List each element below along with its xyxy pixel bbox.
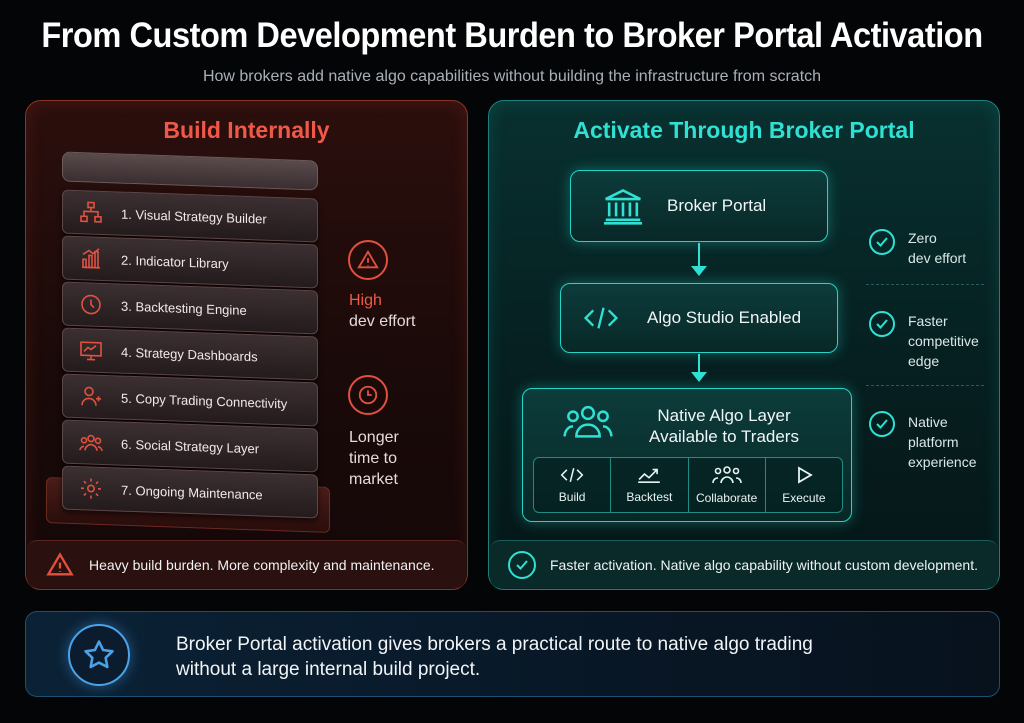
high-dev-effort-note: High dev effort — [349, 290, 415, 332]
team-icon — [711, 465, 742, 485]
gear-icon — [75, 475, 107, 502]
trend-chart-icon — [636, 466, 662, 484]
summary-line-2: without a large internal build project. — [176, 659, 481, 680]
faster-activation-text: Faster activation. Native algo capabilit… — [550, 556, 978, 573]
user-share-icon — [75, 383, 107, 410]
benefit-line: dev effort — [908, 250, 967, 266]
capability-grid: Build Backtest Collaborate Execute — [533, 457, 843, 513]
clock-icon — [75, 291, 107, 318]
faster-activation-banner: Faster activation. Native algo capabilit… — [490, 540, 998, 588]
layer-line-2: Available to Traders — [649, 427, 799, 446]
flow-arrow-2-head — [691, 372, 707, 382]
timer-icon — [348, 375, 388, 415]
stack-layer-label: 4. Strategy Dashboards — [121, 344, 258, 364]
algo-studio-node: Algo Studio Enabled — [560, 283, 838, 353]
longer-time-to-market-note: Longer time to market — [349, 427, 399, 490]
time-line-3: market — [349, 471, 398, 488]
stack-layer-label: 6. Social Strategy Layer — [121, 436, 260, 456]
summary-card: Broker Portal activation gives brokers a… — [25, 611, 1000, 697]
build-internally-title: Build Internally — [163, 117, 330, 143]
flowchart-icon — [75, 199, 107, 226]
layer-line-1: Native Algo Layer — [657, 406, 791, 425]
capability-label: Build — [558, 490, 586, 504]
capability-label: Execute — [782, 491, 826, 505]
benefit-line: edge — [908, 353, 940, 369]
code-icon — [583, 305, 619, 331]
code-icon — [560, 466, 584, 484]
check-icon — [869, 229, 895, 255]
page-subtitle: How brokers add native algo capabilities… — [202, 68, 822, 85]
time-line-2: time to — [349, 450, 398, 467]
stack-layer-label: 5. Copy Trading Connectivity — [121, 390, 288, 411]
benefit-line: Zero — [908, 230, 937, 246]
stack-layer-1: 1. Visual Strategy Builder — [62, 189, 318, 243]
benefit-line: platform — [908, 434, 959, 450]
stack-layer-5: 5. Copy Trading Connectivity — [62, 373, 318, 427]
broker-portal-label: Broker Portal — [667, 196, 767, 215]
native-algo-layer-text: Native Algo Layer Available to Traders — [633, 405, 815, 447]
time-line-1: Longer — [349, 429, 399, 446]
flow-arrow-2 — [698, 354, 700, 374]
bank-icon — [601, 187, 645, 225]
summary-line-1: Broker Portal activation gives brokers a… — [176, 634, 813, 655]
capability-backtest: Backtest — [611, 458, 689, 512]
algo-studio-label: Algo Studio Enabled — [647, 308, 802, 327]
check-circle-icon — [508, 550, 536, 579]
stack-layer-label: 7. Ongoing Maintenance — [121, 482, 263, 503]
users-group-icon — [563, 403, 613, 443]
benefit-divider — [866, 284, 984, 285]
benefit-line: competitive — [908, 333, 979, 349]
page-title: From Custom Development Burden to Broker… — [41, 16, 983, 55]
native-algo-layer-node: Native Algo Layer Available to Traders B… — [522, 388, 852, 522]
benefit-line: Faster — [908, 313, 948, 329]
stack-layer-label: 1. Visual Strategy Builder — [121, 206, 267, 227]
stack-layer-label: 3. Backtesting Engine — [121, 298, 247, 318]
capability-label: Backtest — [626, 490, 673, 504]
benefit-competitive-edge: Faster competitive edge — [908, 311, 979, 371]
benefit-divider — [866, 385, 984, 386]
stack-layer-2: 2. Indicator Library — [62, 235, 318, 289]
group-icon — [75, 429, 107, 456]
capability-execute: Execute — [766, 458, 842, 512]
play-icon — [794, 465, 814, 485]
capability-collaborate: Collaborate — [689, 458, 766, 512]
star-icon — [68, 624, 130, 686]
benefit-line: Native — [908, 414, 948, 430]
stack-layer-7: 7. Ongoing Maintenance — [62, 465, 318, 519]
capability-label: Collaborate — [695, 491, 758, 505]
flow-arrow-1-head — [691, 266, 707, 276]
benefit-zero-effort: Zero dev effort — [908, 228, 966, 268]
activate-portal-title: Activate Through Broker Portal — [573, 117, 915, 143]
build-burden-banner: Heavy build burden. More complexity and … — [27, 540, 466, 588]
benefit-native-experience: Native platform experience — [908, 412, 977, 472]
summary-text: Broker Portal activation gives brokers a… — [176, 632, 813, 682]
bar-chart-icon — [75, 245, 107, 272]
flow-arrow-1 — [698, 243, 700, 268]
stack-layer-4: 4. Strategy Dashboards — [62, 327, 318, 381]
stack-layer-3: 3. Backtesting Engine — [62, 281, 318, 335]
stack-layer-label: 2. Indicator Library — [121, 252, 229, 271]
effort-rest: dev effort — [349, 313, 416, 330]
monitor-icon — [75, 337, 107, 364]
build-burden-text: Heavy build burden. More complexity and … — [89, 556, 435, 573]
capability-build: Build — [534, 458, 612, 512]
benefit-line: experience — [908, 454, 977, 470]
broker-portal-node: Broker Portal — [570, 170, 828, 242]
warning-icon — [45, 551, 75, 579]
check-icon — [869, 311, 895, 337]
warning-icon — [348, 240, 388, 280]
check-icon — [869, 411, 895, 437]
effort-highlight: High — [349, 292, 382, 309]
stack-layer-6: 6. Social Strategy Layer — [62, 419, 318, 473]
